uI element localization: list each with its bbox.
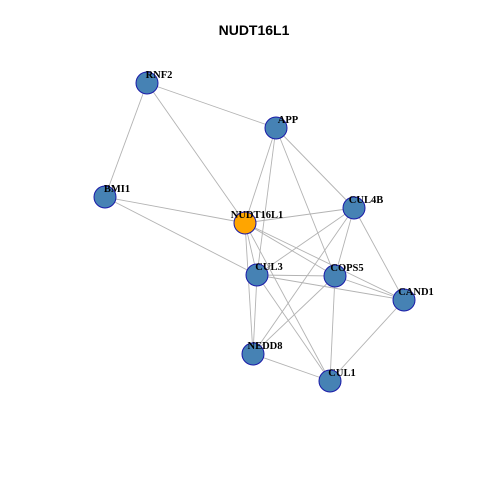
- node-circle-cand1: [392, 288, 416, 312]
- edge-cul4b-cops5: [334, 207, 355, 277]
- edge-app-cul3: [256, 127, 277, 276]
- node-label-cops5: COPS5: [330, 263, 363, 274]
- node-app: APP: [264, 115, 299, 140]
- node-circle-nudt16l1: [233, 211, 257, 235]
- node-circle-bmi1: [93, 185, 117, 209]
- edge-layer: [104, 82, 405, 382]
- edge-cops5-cand1: [334, 275, 405, 301]
- node-label-nedd8: NEDD8: [247, 341, 282, 352]
- node-label-app: APP: [278, 115, 299, 126]
- node-cul1: CUL1: [318, 368, 356, 393]
- node-nudt16l1: NUDT16L1: [231, 210, 284, 235]
- edge-rnf2-bmi1: [104, 82, 148, 198]
- edge-cul3-cul1: [256, 274, 331, 382]
- node-circle-nedd8: [241, 342, 265, 366]
- graph-title: NUDT16L1: [219, 22, 290, 38]
- node-circle-cul1: [318, 369, 342, 393]
- edge-app-nudt16l1: [244, 127, 277, 224]
- edge-cul4b-cand1: [353, 207, 405, 301]
- edge-bmi1-nudt16l1: [104, 196, 246, 224]
- node-bmi1: BMI1: [93, 184, 130, 209]
- node-nedd8: NEDD8: [241, 341, 283, 366]
- node-cops5: COPS5: [323, 263, 364, 288]
- node-label-cul1: CUL1: [328, 368, 355, 379]
- edge-cops5-cul1: [329, 275, 336, 382]
- edge-nudt16l1-cul4b: [244, 207, 355, 224]
- node-circle-cul4b: [342, 196, 366, 220]
- edge-rnf2-app: [146, 82, 277, 129]
- edge-bmi1-cul3: [104, 196, 258, 276]
- node-cul4b: CUL4B: [342, 195, 383, 220]
- node-circle-cops5: [323, 264, 347, 288]
- edge-nudt16l1-nedd8: [244, 222, 254, 355]
- edge-app-cops5: [275, 127, 336, 277]
- edge-cops5-nedd8: [252, 275, 336, 355]
- edge-cul3-cand1: [256, 274, 405, 301]
- edge-cul3-nedd8: [252, 274, 258, 355]
- node-label-rnf2: RNF2: [146, 70, 173, 81]
- node-label-cand1: CAND1: [398, 287, 434, 298]
- edge-nedd8-cul1: [252, 353, 331, 382]
- node-circle-app: [264, 116, 288, 140]
- node-rnf2: RNF2: [135, 70, 173, 95]
- edge-cul3-cops5: [256, 274, 336, 277]
- edge-nudt16l1-cops5: [244, 222, 336, 277]
- node-circle-rnf2: [135, 71, 159, 95]
- edge-app-cul4b: [275, 127, 355, 209]
- node-label-cul3: CUL3: [255, 262, 282, 273]
- edge-rnf2-nudt16l1: [146, 82, 246, 224]
- edge-cand1-cul1: [329, 299, 405, 382]
- node-label-cul4b: CUL4B: [349, 195, 383, 206]
- edge-cul4b-nedd8: [252, 207, 355, 355]
- node-cand1: CAND1: [392, 287, 434, 312]
- node-label-bmi1: BMI1: [104, 184, 130, 195]
- edge-nudt16l1-cand1: [244, 222, 405, 301]
- node-cul3: CUL3: [245, 262, 283, 287]
- edge-cul4b-cul3: [256, 207, 355, 276]
- edge-nudt16l1-cul1: [244, 222, 331, 382]
- node-label-nudt16l1: NUDT16L1: [231, 210, 284, 221]
- node-circle-cul3: [245, 263, 269, 287]
